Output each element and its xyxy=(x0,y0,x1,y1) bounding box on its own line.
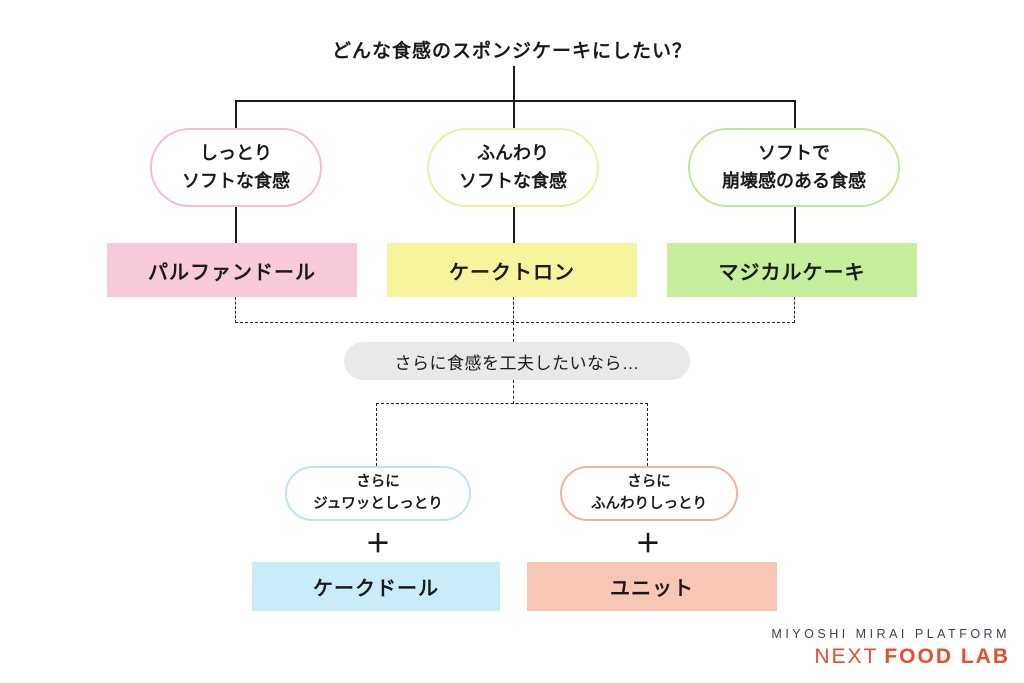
texture-label: さらに xyxy=(627,474,671,491)
footer-platform-text: MIYOSHI MIRAI PLATFORM xyxy=(771,626,1010,641)
note-pill: さらに食感を工夫したいなら… xyxy=(344,342,690,380)
note-label: さらに食感を工夫したいなら… xyxy=(394,353,640,373)
product-label: ユニット xyxy=(610,578,694,600)
texture-pill-fluffy-soft: ふんわり ソフトな食感 xyxy=(427,128,599,207)
product-label: マジカルケーキ xyxy=(718,261,866,284)
product-box-parfait-dor: パルファンドール xyxy=(107,243,357,297)
connector-branch2-stub xyxy=(513,100,515,129)
dashed-merge-bar xyxy=(235,322,795,323)
texture-label: ジュワッとしっとり xyxy=(313,495,443,512)
dashed-connector-box2 xyxy=(513,297,514,323)
product-label: パルファンドール xyxy=(148,261,316,284)
product-label: ケークトロン xyxy=(449,261,575,284)
texture-pill-moist-soft: しっとり ソフトな食感 xyxy=(150,128,322,207)
product-box-unit: ユニット xyxy=(527,562,777,611)
sub-texture-pill-fluffy-moist: さらに ふんわりしっとり xyxy=(560,466,738,521)
product-box-cake-dor: ケークドール xyxy=(252,562,500,611)
texture-label: しっとり xyxy=(200,142,272,163)
connector-title-stem xyxy=(513,66,515,100)
texture-label: ソフトで xyxy=(758,142,830,163)
diagram-title: どんな食感のスポンジケーキにしたい？ xyxy=(331,41,692,62)
dashed-sub2-stub xyxy=(647,403,648,466)
dashed-connector-box3 xyxy=(794,297,795,323)
dashed-note-stem xyxy=(513,322,514,342)
product-box-caketron: ケークトロン xyxy=(387,243,637,297)
dashed-sub1-stub xyxy=(376,403,377,466)
plus-sign: ＋ xyxy=(365,530,391,558)
texture-label: 崩壊感のある食感 xyxy=(722,170,866,191)
connector-pill1-box xyxy=(235,207,237,243)
sub-texture-pill-juicy-moist: さらに ジュワッとしっとり xyxy=(285,466,471,521)
texture-label: さらに xyxy=(356,474,400,491)
product-label: ケークドール xyxy=(313,578,439,600)
texture-pill-soft-crumbly: ソフトで 崩壊感のある食感 xyxy=(688,128,900,207)
connector-pill3-box xyxy=(794,207,796,243)
product-box-magical-cake: マジカルケーキ xyxy=(667,243,917,297)
texture-label: ふんわりしっとり xyxy=(591,495,707,512)
connector-branch-bar xyxy=(235,100,795,102)
connector-branch3-stub xyxy=(794,100,796,129)
connector-branch1-stub xyxy=(235,100,237,129)
connector-pill2-box xyxy=(513,207,515,243)
texture-label: ソフトな食感 xyxy=(182,170,290,191)
footer-brand-foodlab: FOOD LAB xyxy=(884,644,1010,668)
texture-label: ふんわり xyxy=(477,142,549,163)
plus-sign: ＋ xyxy=(635,530,661,558)
footer-brand-next: NEXT xyxy=(814,644,879,668)
texture-label: ソフトな食感 xyxy=(459,170,567,191)
dashed-note-bottom-stem xyxy=(513,380,514,404)
dashed-sub-branch-bar xyxy=(376,403,648,404)
dashed-connector-box1 xyxy=(235,297,236,323)
